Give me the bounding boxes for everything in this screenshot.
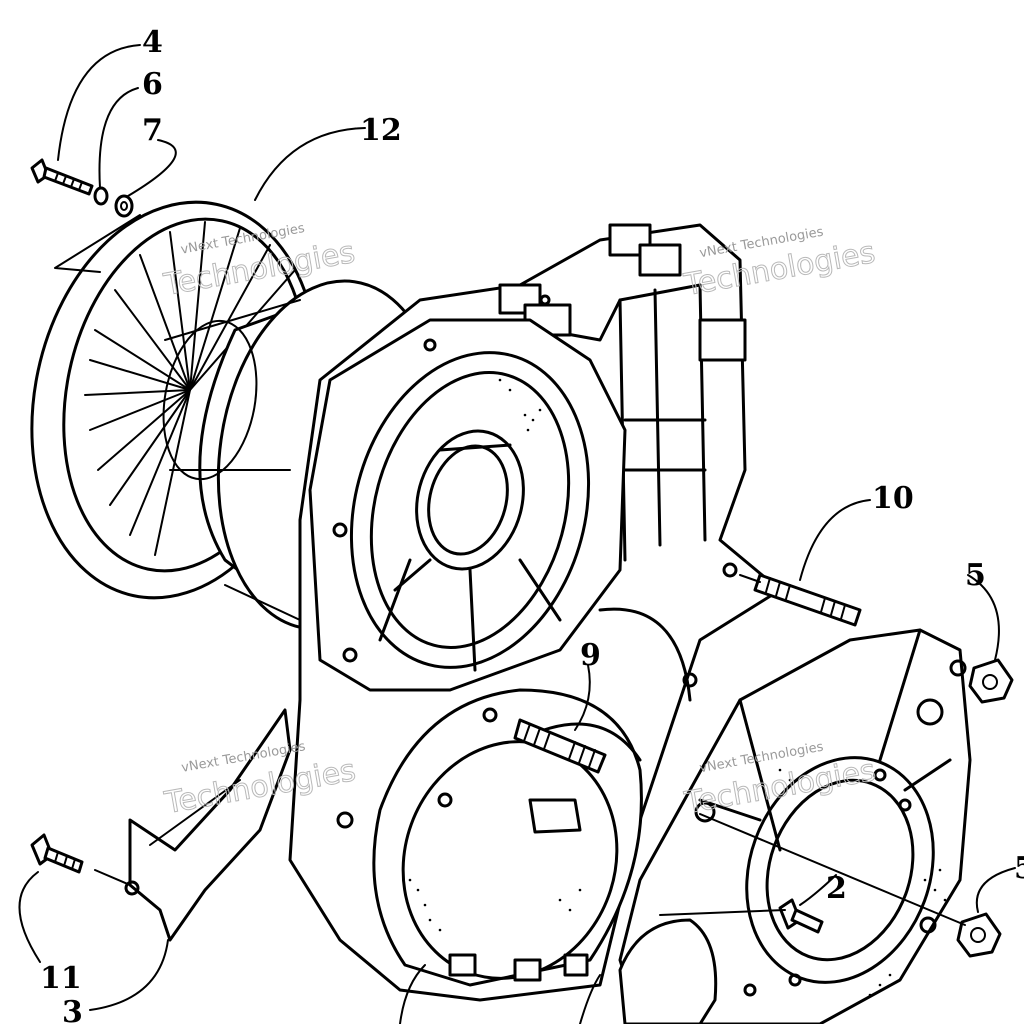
bracket — [124, 708, 292, 942]
bolt-4 — [30, 158, 94, 196]
bolt-11 — [30, 833, 84, 874]
callout-9: 9 — [580, 638, 601, 673]
stud-9 — [513, 718, 607, 774]
callout-2: 2 — [826, 871, 847, 906]
nut-5-bottom — [956, 912, 1002, 958]
lock-washer-6 — [93, 186, 109, 206]
main-housing — [288, 223, 782, 1002]
watermark-2: vNext Technologies Technologies — [680, 225, 878, 304]
callout-6: 6 — [142, 67, 163, 102]
flat-washer-7 — [114, 194, 134, 218]
callout-5-bottom: 5 — [1014, 851, 1024, 886]
callout-4: 4 — [142, 25, 163, 60]
callout-7: 7 — [142, 113, 163, 148]
callout-10: 10 — [872, 481, 914, 516]
callout-11: 11 — [40, 961, 82, 996]
stud-10 — [753, 573, 862, 627]
callout-3: 3 — [62, 995, 83, 1024]
callout-12: 12 — [360, 113, 402, 148]
callout-5-top: 5 — [965, 558, 986, 593]
leader-lines — [18, 44, 1016, 1024]
bolt-2 — [778, 898, 824, 934]
nut-5-top — [968, 658, 1014, 704]
